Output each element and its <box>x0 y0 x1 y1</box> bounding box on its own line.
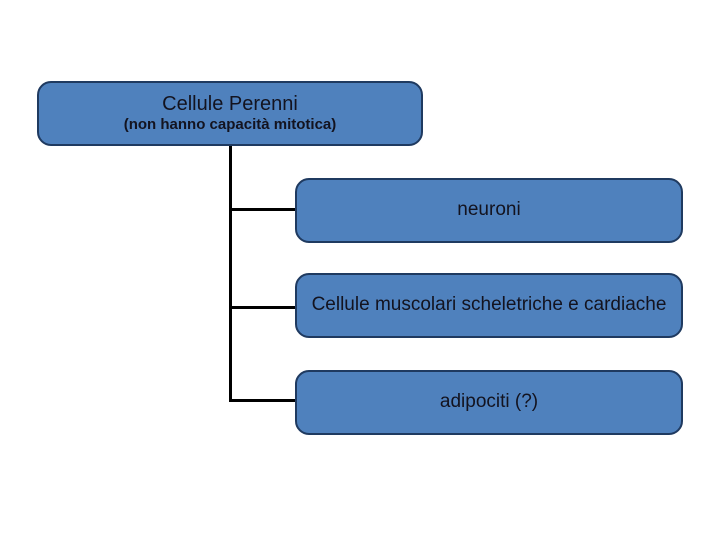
connector-trunk-line <box>229 146 232 402</box>
connector-branch-neuroni <box>229 208 295 211</box>
child-node-adipociti: adipociti (?) <box>295 370 683 435</box>
child-node-label: Cellule muscolari scheletriche e cardiac… <box>311 294 667 316</box>
root-node-cellule-perenni: Cellule Perenni (non hanno capacità mito… <box>37 81 423 146</box>
child-node-muscolari: Cellule muscolari scheletriche e cardiac… <box>295 273 683 338</box>
connector-branch-muscolari <box>229 306 295 309</box>
child-node-neuroni: neuroni <box>295 178 683 243</box>
child-node-label: neuroni <box>457 199 521 221</box>
connector-branch-adipociti <box>229 399 295 402</box>
root-node-subtitle: (non hanno capacità mitotica) <box>123 115 337 133</box>
root-node-title: Cellule Perenni <box>162 92 298 115</box>
child-node-label: adipociti (?) <box>439 391 539 413</box>
